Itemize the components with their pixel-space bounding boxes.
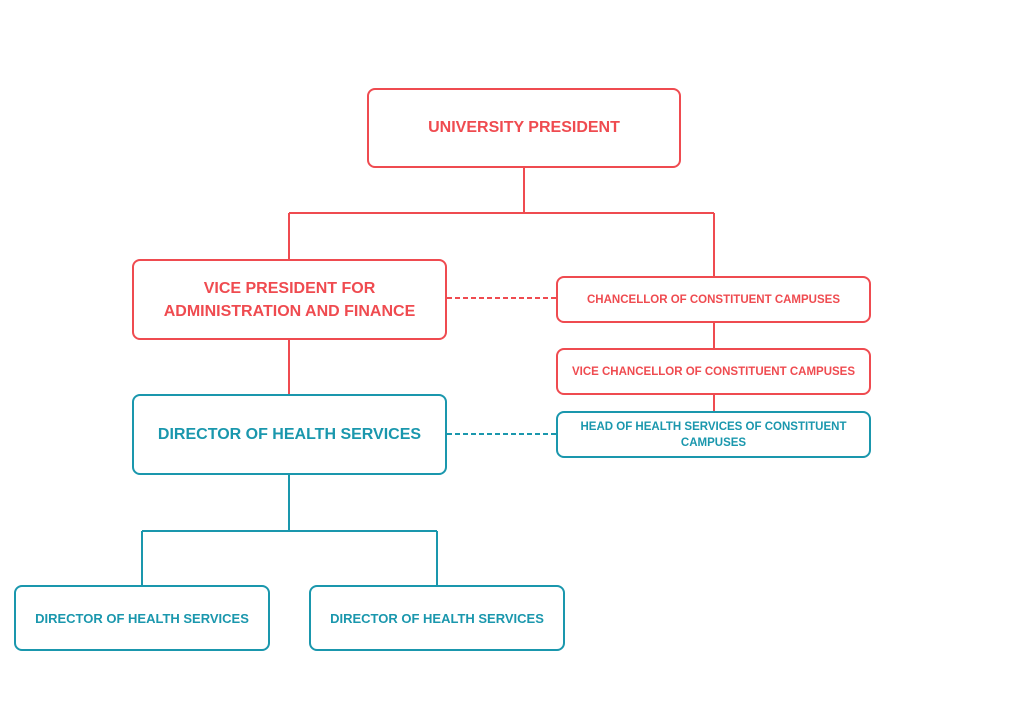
node-chancellor-constituent-campuses: CHANCELLOR OF CONSTITUENT CAMPUSES — [556, 276, 871, 323]
node-vice-chancellor-constituent-campuses: VICE CHANCELLOR OF CONSTITUENT CAMPUSES — [556, 348, 871, 395]
node-vice-president-admin-finance: VICE PRESIDENT FOR ADMINISTRATION AND FI… — [132, 259, 447, 340]
node-university-president: UNIVERSITY PRESIDENT — [367, 88, 681, 168]
node-sub-director-left: DIRECTOR OF HEALTH SERVICES — [14, 585, 270, 651]
node-director-health-services: DIRECTOR OF HEALTH SERVICES — [132, 394, 447, 475]
node-head-health-services-campuses: HEAD OF HEALTH SERVICES OF CONSTITUENT C… — [556, 411, 871, 458]
node-sub-director-right: DIRECTOR OF HEALTH SERVICES — [309, 585, 565, 651]
